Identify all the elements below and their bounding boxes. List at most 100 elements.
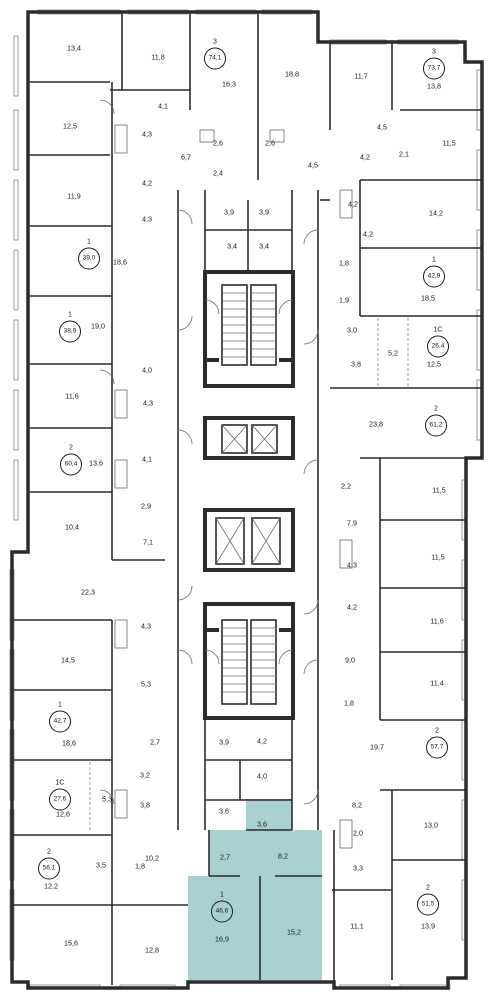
rooms-count: 2 xyxy=(69,444,73,452)
apt-2-right-mid-tag[interactable]: 2 61,2 xyxy=(425,406,447,437)
room-area-label: 2,6 xyxy=(213,138,223,148)
room-area-label: 15,6 xyxy=(64,938,78,948)
apartment-area: 26,4 xyxy=(427,335,449,358)
rooms-count: 1 xyxy=(58,701,62,709)
apt-1-left-lower-tag[interactable]: 1 42,7 xyxy=(49,702,71,733)
room-area-label: 11,9 xyxy=(67,191,81,201)
room-area-label: 4,2 xyxy=(348,199,358,209)
room-area-label: 15,2 xyxy=(287,927,301,937)
room-area-label: 18,5 xyxy=(421,293,435,303)
room-area-label: 13,9 xyxy=(421,921,435,931)
rooms-count: 2 xyxy=(435,727,439,735)
room-area-label: 4,1 xyxy=(158,101,168,111)
room-area-label: 4,3 xyxy=(142,214,152,224)
room-area-label: 9,0 xyxy=(345,655,355,665)
apt-2-bottom-left-tag[interactable]: 2 56,1 xyxy=(38,849,60,880)
room-area-label: 19,7 xyxy=(370,742,384,752)
room-area-label: 3,6 xyxy=(257,819,267,829)
room-area-label: 4,0 xyxy=(257,771,267,781)
apartment-area: 42,7 xyxy=(49,710,71,733)
room-area-label: 3,6 xyxy=(219,806,229,816)
room-area-label: 4,3 xyxy=(142,129,152,139)
room-area-label: 13,4 xyxy=(67,43,81,53)
apt-2-right-lower-tag[interactable]: 2 57,7 xyxy=(426,728,448,759)
room-area-label: 11,1 xyxy=(350,921,364,931)
room-area-label: 2,7 xyxy=(220,852,230,862)
room-area-label: 6,7 xyxy=(181,152,191,162)
apartment-area: 57,7 xyxy=(426,736,448,759)
highlighted-apartment-fill[interactable] xyxy=(188,799,322,980)
corridor-walls xyxy=(177,190,319,830)
apt-3-top-left-center-tag[interactable]: 3 74,1 xyxy=(204,39,226,70)
room-area-label: 11,5 xyxy=(431,552,445,562)
highlighted-apartment-walls xyxy=(208,829,322,980)
apt-1-left-upper-tag[interactable]: 1 39,0 xyxy=(78,239,100,270)
room-area-label: 1,9 xyxy=(339,295,349,305)
room-area-label: 3,9 xyxy=(219,737,229,747)
room-area-label: 1,8 xyxy=(339,258,349,268)
rooms-count: 1 xyxy=(220,891,224,899)
rooms-count: 2 xyxy=(426,884,430,892)
room-area-label: 4,2 xyxy=(142,178,152,188)
room-area-label: 10,4 xyxy=(65,522,79,532)
room-area-label: 2,9 xyxy=(141,501,151,511)
room-area-label: 5,2 xyxy=(388,348,398,358)
room-area-label: 11,7 xyxy=(354,71,368,81)
room-area-label: 4,3 xyxy=(141,621,151,631)
elevator-group-upper xyxy=(203,416,295,460)
room-area-label: 12,2 xyxy=(44,881,58,891)
room-area-label: 4,2 xyxy=(347,602,357,612)
room-area-label: 22,3 xyxy=(81,587,95,597)
room-area-label: 11,4 xyxy=(430,678,444,688)
apt-3-top-right-tag[interactable]: 3 73,7 xyxy=(423,49,445,80)
apt-1-left-mid-tag[interactable]: 1 38,9 xyxy=(59,312,81,343)
apt-2-left-mid-tag[interactable]: 2 60,4 xyxy=(60,445,82,476)
room-area-label: 2,1 xyxy=(399,149,409,159)
rooms-count: 3 xyxy=(213,38,217,46)
rooms-count: 2 xyxy=(434,405,438,413)
room-area-label: 18,6 xyxy=(113,257,127,267)
room-area-label: 7,1 xyxy=(143,537,153,547)
room-area-label: 4,1 xyxy=(142,454,152,464)
apt-1-highlighted-tag[interactable]: 1 46,6 xyxy=(211,892,233,923)
room-area-label: 4,3 xyxy=(143,398,153,408)
room-area-label: 3,9 xyxy=(259,207,269,217)
room-area-label: 1,8 xyxy=(135,861,145,871)
room-area-label: 7,9 xyxy=(347,518,357,528)
room-area-label: 4,5 xyxy=(308,160,318,170)
door-swings xyxy=(99,99,319,805)
room-area-label: 13,8 xyxy=(427,81,441,91)
room-area-label: 12,5 xyxy=(427,359,441,369)
rooms-count: 1 xyxy=(68,311,72,319)
apt-2-bottom-right-tag[interactable]: 2 51,5 xyxy=(417,885,439,916)
rooms-count: 3 xyxy=(432,48,436,56)
apartment-area: 61,2 xyxy=(425,414,447,437)
apt-1-right-upper-tag[interactable]: 1 42,9 xyxy=(423,257,445,288)
staircase-lower xyxy=(203,602,295,720)
room-area-label: 4,3 xyxy=(347,560,357,570)
room-area-label: 8,2 xyxy=(352,800,362,810)
room-area-label: 2,4 xyxy=(213,168,223,178)
apartment-area: 60,4 xyxy=(60,453,82,476)
rooms-count: 1 xyxy=(432,256,436,264)
room-area-label: 19,0 xyxy=(91,321,105,331)
room-area-label: 16,9 xyxy=(215,934,229,944)
room-area-label: 3,2 xyxy=(140,770,150,780)
room-area-label: 3,5 xyxy=(96,860,106,870)
apartment-area: 74,1 xyxy=(204,47,226,70)
apt-1s-right-tag[interactable]: 1С 26,4 xyxy=(427,327,449,358)
room-area-label: 11,5 xyxy=(442,138,456,148)
apt-1s-left-tag[interactable]: 1С 27,6 xyxy=(49,780,71,811)
rooms-count: 1С xyxy=(55,779,65,787)
apartment-area: 27,6 xyxy=(49,788,71,811)
bathroom-fixtures xyxy=(114,124,353,849)
room-area-label: 12,5 xyxy=(63,121,77,131)
staircase-upper xyxy=(203,270,295,388)
interior-walls xyxy=(12,12,482,985)
room-area-label: 5,3 xyxy=(141,679,151,689)
room-area-label: 4,0 xyxy=(142,365,152,375)
room-area-label: 3,4 xyxy=(259,241,269,251)
room-area-label: 8,2 xyxy=(278,851,288,861)
